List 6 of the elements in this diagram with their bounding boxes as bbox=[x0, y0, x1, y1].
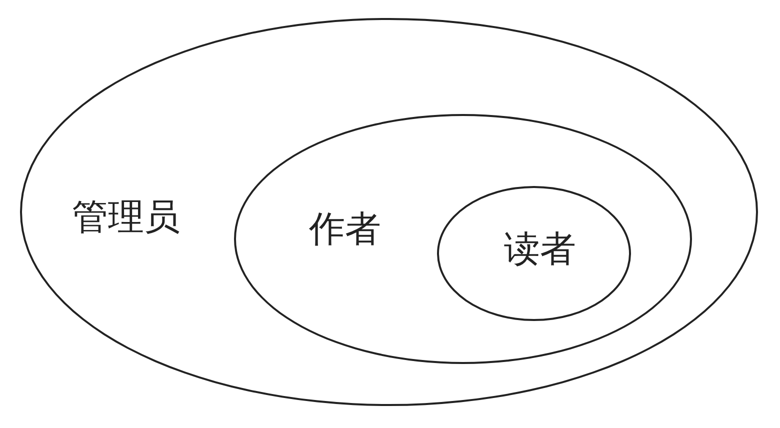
set-ellipse bbox=[234, 114, 692, 364]
set-label: 读者 bbox=[504, 228, 576, 272]
set-ellipse bbox=[20, 18, 758, 406]
set-label: 管理员 bbox=[72, 196, 180, 240]
set-ellipse bbox=[437, 186, 631, 321]
set-label: 作者 bbox=[309, 208, 381, 252]
